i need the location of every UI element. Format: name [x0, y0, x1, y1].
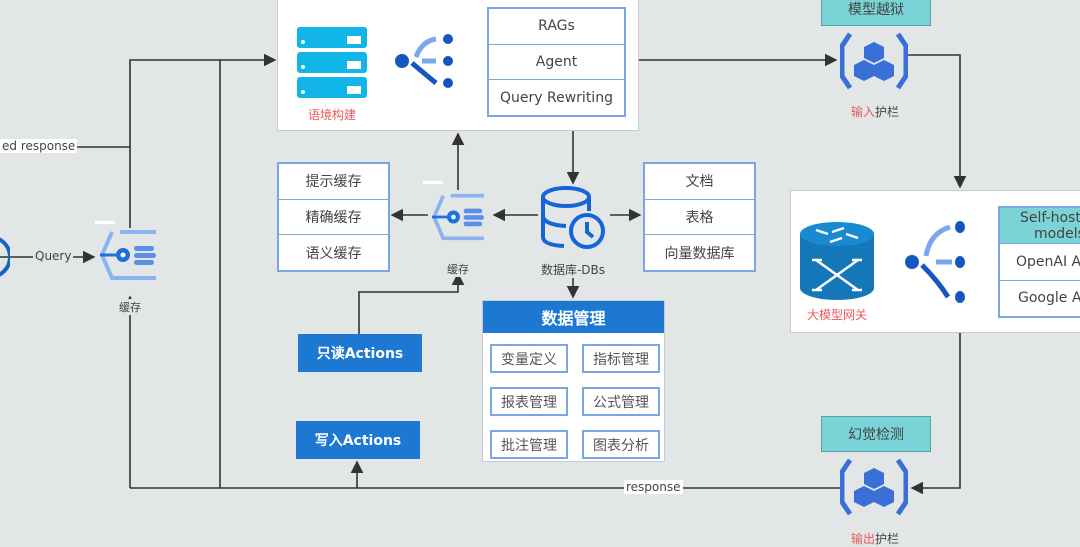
output-guard-icon [840, 458, 908, 516]
dm-item-metric-management: 指标管理 [582, 344, 660, 373]
list-item-tables: 表格 [645, 198, 754, 235]
models-list: Self-host models OpenAI A Google A [998, 206, 1080, 318]
cache-types-list: 提示缓存 精确缓存 语义缓存 [277, 162, 390, 272]
database-label: 数据库-DBs [535, 261, 611, 278]
database-clock-icon [541, 186, 605, 249]
edge-label-response: response [624, 480, 683, 494]
context-label: 语境构建 [307, 108, 356, 122]
list-item-semantic-cache: 语义缓存 [279, 234, 388, 270]
list-item-query-rewriting: Query Rewriting [489, 79, 624, 115]
dm-item-report-management: 报表管理 [490, 387, 568, 416]
context-methods-list: RAGs Agent Query Rewriting [487, 7, 626, 117]
user-circle-icon [0, 237, 10, 277]
input-guard-label-red: 输入 [850, 105, 875, 119]
hallucination-detection-box: 幻觉检测 [821, 416, 931, 452]
left-cache-label: 缓存 [115, 299, 145, 315]
output-guard-label-red: 输出 [850, 532, 875, 546]
models-header-line2: models [1034, 225, 1080, 242]
cache-label: 缓存 [443, 261, 473, 277]
gateway-label: 大模型网关 [806, 308, 867, 322]
cache-icon [99, 230, 156, 280]
read-actions-box: 只读Actions [298, 334, 422, 372]
list-item-exact-cache: 精确缓存 [279, 198, 388, 235]
dm-item-chart-analysis: 图表分析 [582, 430, 660, 459]
write-actions-box: 写入Actions [296, 421, 420, 459]
dm-item-formula-management: 公式管理 [582, 387, 660, 416]
input-guard-icon [840, 32, 908, 90]
models-header-line1: Self-host [1020, 209, 1080, 226]
data-sources-list: 文档 表格 向量数据库 [643, 162, 756, 272]
list-item-documents: 文档 [685, 174, 714, 191]
list-item-openai: OpenAI A [1000, 243, 1080, 279]
edge-label-cached-response: ed response [0, 139, 78, 153]
data-management-title: 数据管理 [483, 301, 664, 333]
list-item-google: Google A [1000, 279, 1080, 316]
list-item-prompt-cache: 提示缓存 [305, 174, 362, 191]
router-split-icon [395, 34, 453, 88]
list-item-agent: Agent [489, 43, 624, 80]
gateway-split-icon [905, 221, 965, 303]
output-guard-label: 输出护栏 [840, 530, 910, 547]
list-item-rags: RAGs [538, 18, 575, 35]
dm-item-variable-definition: 变量定义 [490, 344, 568, 373]
list-item-vector-db: 向量数据库 [645, 234, 754, 270]
input-guard-label-gray: 护栏 [875, 105, 900, 119]
models-header: Self-host models [1000, 208, 1080, 244]
server-stack-icon [297, 27, 367, 98]
data-management-panel: 数据管理 变量定义 指标管理 报表管理 公式管理 批注管理 图表分析 [482, 300, 665, 462]
gateway-router-icon [800, 222, 874, 300]
output-guard-label-gray: 护栏 [875, 532, 900, 546]
input-guard-label: 输入护栏 [840, 103, 910, 120]
cache-icon [431, 193, 484, 241]
jailbreak-box: 模型越狱 [821, 0, 931, 26]
dm-item-annotation-management: 批注管理 [490, 430, 568, 459]
edge-label-query: Query [33, 249, 74, 263]
